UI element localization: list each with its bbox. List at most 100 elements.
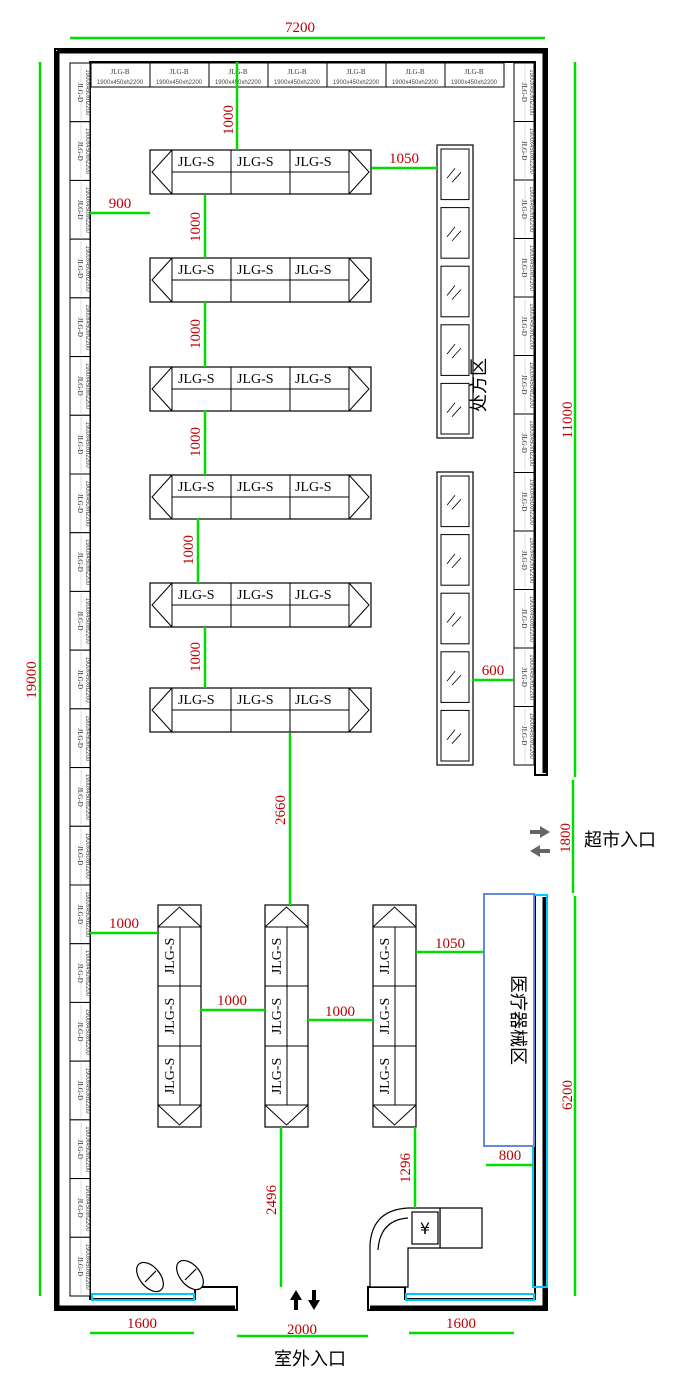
medical-device-zone-label: 医疗器械区 <box>507 975 528 1065</box>
island-shelf-label: JLG-S <box>295 480 332 495</box>
island-shelf-label: JLG-S <box>163 1058 178 1095</box>
wall-shelf-label: JLG-D <box>76 963 84 982</box>
prescription-cabinet <box>440 592 470 645</box>
dim-door-mid: 2000 <box>287 1322 317 1338</box>
island-shelf-label: JLG-S <box>295 372 332 387</box>
prescription-cabinet <box>440 651 470 703</box>
island-shelf-label: JLG-S <box>237 588 274 603</box>
wall-shelf-label: JLG-D <box>76 787 84 806</box>
island-shelf-label: JLG-S <box>237 480 274 495</box>
dim-bottom-mid-gap: 2496 <box>264 1185 280 1216</box>
wall-shelf-spec: 1900x450xh2200 <box>84 833 90 880</box>
top-shelf-spec: 1900x450xh2200 <box>451 80 498 86</box>
dim-lower-right-gap: 1050 <box>435 936 465 952</box>
dim-right-lower: 6200 <box>560 1080 576 1110</box>
wall-shelf-label: JLG-D <box>520 434 528 453</box>
wall-shelf-spec: 1900x450xh2200 <box>84 1185 90 1232</box>
island-shelf-label: JLG-S <box>178 155 215 170</box>
dim-lower-gap-a: 1000 <box>217 993 247 1009</box>
island-shelf-label: JLG-S <box>295 263 332 278</box>
wall-shelf-label: JLG-D <box>520 492 528 511</box>
dim-row-gap-1: 1000 <box>188 212 204 242</box>
top-shelf-label: JLG-B <box>346 68 365 76</box>
wall-shelf-label: JLG-D <box>520 141 528 160</box>
wall-shelf-label: JLG-D <box>76 494 84 513</box>
wall-shelf-label: JLG-D <box>76 905 84 924</box>
island-shelf-label: JLG-S <box>163 938 178 975</box>
dim-total-height: 19000 <box>24 661 40 699</box>
island-shelf-label: JLG-S <box>295 588 332 603</box>
prescription-zone-label: 处方区 <box>469 358 490 412</box>
wall-shelf-label: JLG-D <box>76 552 84 571</box>
horizontal-island-shelves: JLG-S JLG-S JLG-S JLG-S JLG-S JLG-S JLG-S JLG-S… <box>149 149 372 733</box>
wall-shelf-label: JLG-D <box>76 317 84 336</box>
wall-shelf-label: JLG-D <box>76 1139 84 1158</box>
top-shelf-spec: 1900x450xh2200 <box>333 80 380 86</box>
wall-shelf-spec: 1900x450xh2200 <box>84 128 90 175</box>
cashier-symbol: ¥ <box>420 1219 430 1238</box>
prescription-cabinet <box>440 709 470 762</box>
wall-shelf-label: JLG-D <box>520 317 528 336</box>
wall-shelf-label: JLG-D <box>520 551 528 570</box>
prescription-cabinet <box>440 534 470 586</box>
wall-shelf-label: JLG-D <box>520 83 528 102</box>
wall-shelf-label: JLG-D <box>520 726 528 745</box>
top-shelf-label: JLG-B <box>169 68 188 76</box>
dim-prescription-gap: 600 <box>482 663 505 679</box>
wall-shelf-label: JLG-D <box>76 1198 84 1217</box>
wall-shelf-spec: 1900x450xh2200 <box>528 186 534 233</box>
wall-shelf-label: JLG-D <box>76 141 84 160</box>
medical-device-zone <box>483 893 535 1147</box>
wall-shelf-spec: 1900x450xh2200 <box>84 69 90 116</box>
wall-shelf-label: JLG-D <box>76 846 84 865</box>
island-shelf-label: JLG-S <box>163 998 178 1035</box>
island-shelf-label: JLG-S <box>270 998 285 1035</box>
dimension-lines <box>38 36 577 1338</box>
island-shelf-label: JLG-S <box>237 372 274 387</box>
wall-shelf-spec: 1900x450xh2200 <box>84 1126 90 1173</box>
wall-shelf-spec: 1900x450xh2200 <box>528 128 534 175</box>
wall-shelf-spec: 1900x450xh2200 <box>528 69 534 116</box>
wall-shelf-label: JLG-D <box>520 258 528 277</box>
top-shelf-unit: JLG-B 1900x450xh2200 <box>326 62 387 88</box>
wall-shelf-label: JLG-D <box>520 668 528 687</box>
island-shelf-label: JLG-S <box>237 693 274 708</box>
supermarket-entrance-arrows <box>530 826 550 857</box>
wall-shelf-spec: 1900x450xh2200 <box>528 596 534 643</box>
dim-upper-right-gap: 1050 <box>389 151 419 167</box>
top-shelf-spec: 1900x450xh2200 <box>274 80 321 86</box>
wall-shelf-spec: 1900x450xh2200 <box>84 715 90 762</box>
outdoor-entrance-arrows <box>290 1290 320 1310</box>
vertical-island-shelves: JLG-SJLG-SJLG-SJLG-SJLG-SJLG-SJLG-SJLG-S… <box>157 904 417 1128</box>
dim-total-width: 7200 <box>285 20 315 36</box>
wall-shelf-spec: 1900x450xh2200 <box>528 362 534 409</box>
shoes-icon <box>136 1259 204 1293</box>
wall-shelf-spec: 1900x450xh2200 <box>528 303 534 350</box>
island-shelf-label: JLG-S <box>237 155 274 170</box>
wall-shelf-label: JLG-D <box>520 375 528 394</box>
dim-counter-gap: 1296 <box>398 1153 414 1184</box>
island-shelf-label: JLG-S <box>270 1058 285 1095</box>
